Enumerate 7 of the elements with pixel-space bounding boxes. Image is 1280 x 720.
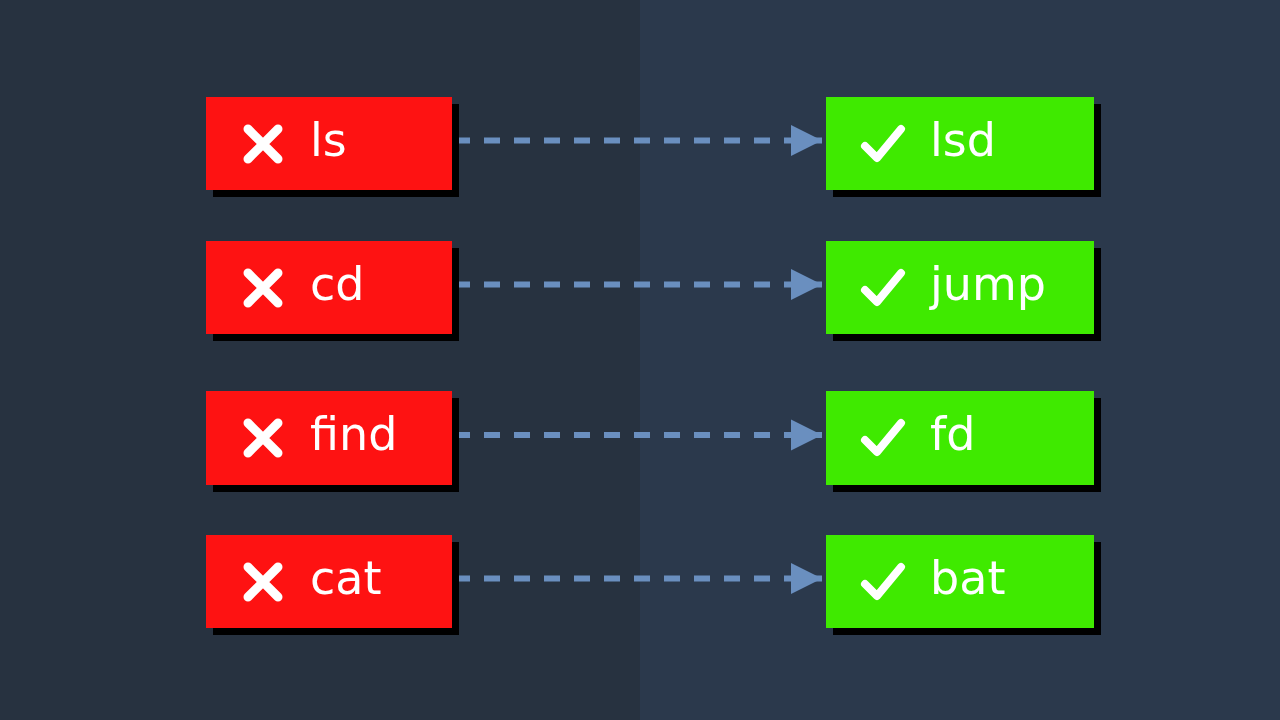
- command-name: cd: [310, 260, 365, 307]
- command-name: bat: [930, 554, 1006, 601]
- command-name: ls: [310, 116, 347, 163]
- command-name: lsd: [930, 116, 996, 163]
- command-name: cat: [310, 554, 382, 601]
- command-name: find: [310, 411, 398, 457]
- command-name: fd: [930, 411, 976, 457]
